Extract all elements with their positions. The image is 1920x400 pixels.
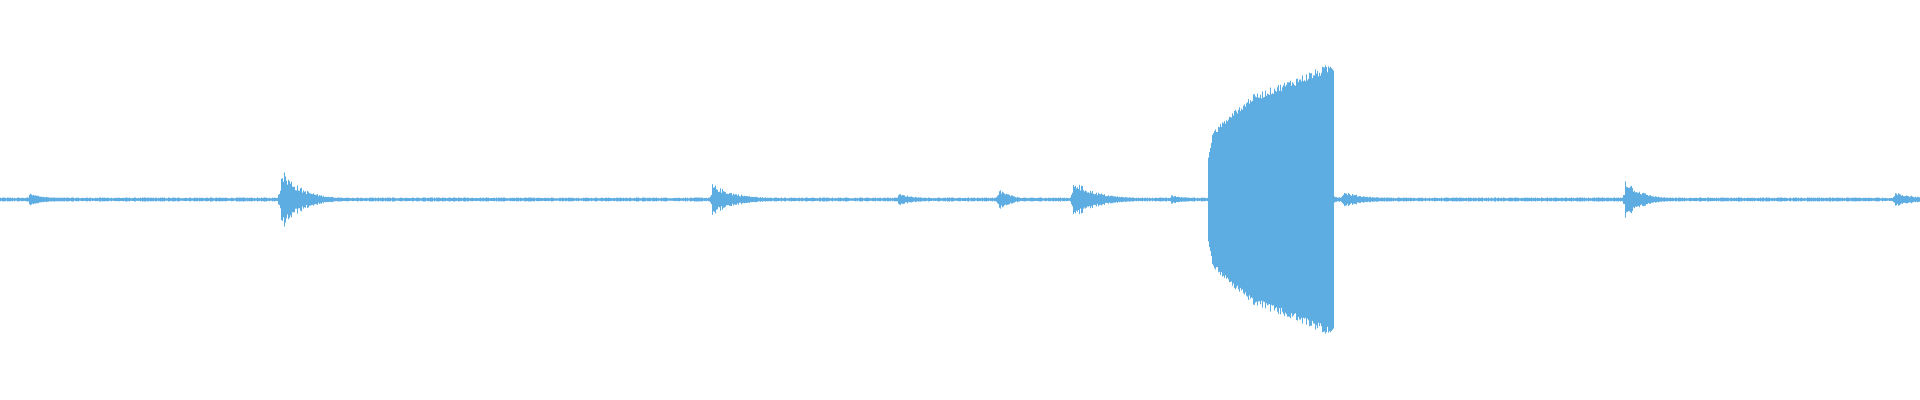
waveform-trace — [0, 65, 1920, 334]
waveform-samples — [0, 65, 1920, 334]
